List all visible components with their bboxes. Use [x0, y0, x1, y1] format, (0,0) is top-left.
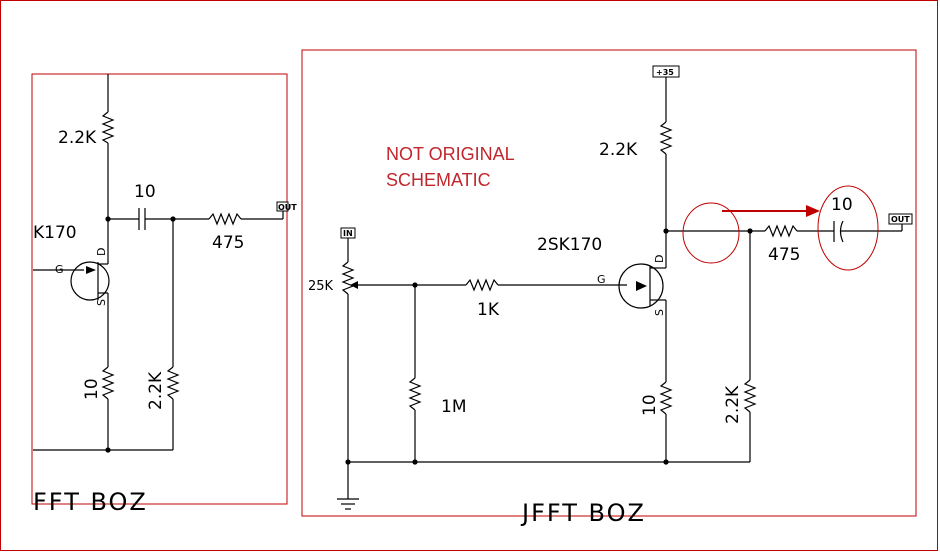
- right-r-series-label: 475: [768, 245, 800, 265]
- right-r-bias: [408, 377, 422, 411]
- left-panel-frame: [31, 73, 288, 505]
- right-input-label: IN: [343, 229, 353, 238]
- right-source-label: S: [653, 309, 666, 316]
- left-drain-label: D: [95, 248, 108, 256]
- right-cap-label: 10: [831, 195, 853, 215]
- right-r-series: [764, 224, 798, 238]
- right-pot: [341, 261, 355, 295]
- right-pot-label: 25K: [308, 279, 334, 294]
- left-cap-label: 10: [134, 182, 156, 202]
- left-r-series: [208, 212, 242, 226]
- right-r-drain-label: 2.2K: [599, 140, 638, 160]
- note-line-1: NOT ORIGINAL: [386, 144, 515, 164]
- left-r-source: [101, 366, 115, 400]
- right-r-gate: [465, 278, 499, 292]
- left-r-top: [101, 111, 115, 144]
- right-out-label: OUT: [891, 215, 910, 224]
- right-panel-frame: [301, 49, 917, 517]
- annotation-circle-left: [682, 202, 740, 264]
- right-r-source: [659, 381, 673, 415]
- right-transistor-label: 2SK170: [537, 235, 602, 255]
- left-r-load-label: 2.2K: [146, 371, 166, 410]
- right-r-gate-label: 1K: [477, 300, 500, 320]
- left-r-load: [166, 366, 180, 400]
- note-line-2: SCHEMATIC: [386, 170, 491, 190]
- right-drain-label: D: [653, 255, 666, 263]
- right-gate-label: G: [597, 273, 606, 286]
- annotation-arrowhead: [806, 205, 820, 217]
- left-out-label: OUT: [278, 203, 297, 212]
- right-title: JFFT BOZ: [520, 499, 646, 527]
- left-gate-label: G: [55, 263, 64, 276]
- left-transistor-label: K170: [33, 223, 77, 243]
- left-r-series-label: 475: [212, 233, 244, 253]
- right-r-load: [743, 379, 757, 413]
- right-r-drain: [659, 121, 673, 155]
- left-title: FFT BOZ: [33, 488, 148, 516]
- right-r-source-label: 10: [640, 394, 660, 416]
- right-schematic: +35 IN OUT NOT ORIGINAL SCHEMATIC 2.2K 2…: [301, 49, 917, 527]
- left-r-top-label: 2.2K: [58, 128, 97, 148]
- right-r-load-label: 2.2K: [723, 385, 743, 424]
- left-source-label: S: [95, 299, 108, 306]
- annotation-circle-right: [817, 185, 879, 271]
- left-r-source-label: 10: [82, 378, 102, 400]
- left-schematic: OUT 2.2K 10 K170 475 G D S 10 2.2K FFT B…: [31, 73, 297, 516]
- right-supply-label: +35: [656, 68, 674, 77]
- right-r-bias-label: 1M: [441, 397, 466, 417]
